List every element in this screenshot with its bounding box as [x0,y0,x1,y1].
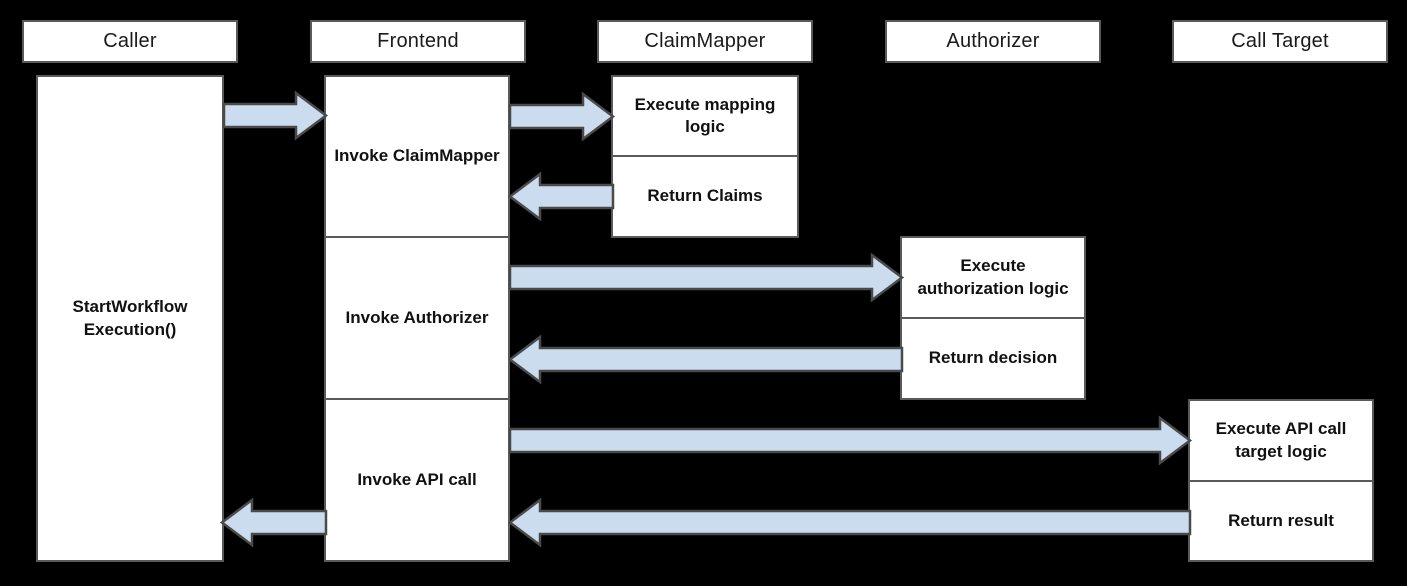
message-arrow-frontend-to-calltarget [508,415,1193,466]
activation-authorizer-execute-authorization-logic: Execute authorization logic [900,236,1086,318]
message-arrow-claimmapper-to-frontend [507,171,615,222]
activation-frontend-invoke-authorizer-label: Invoke Authorizer [345,307,489,327]
lane-header-caller: Caller [22,20,238,63]
message-arrow-frontend-to-claimmapper [508,91,616,142]
activation-calltarget-return-result-label: Return result [1228,510,1334,530]
message-arrow-calltarget-to-frontend [507,497,1192,548]
activation-authorizer-return-decision: Return decision [900,318,1086,400]
lane-header-authorizer-label: Authorizer [946,30,1040,52]
lane-header-authorizer: Authorizer [885,20,1101,63]
activation-authorizer-return-decision-label: Return decision [928,348,1058,368]
lane-header-calltarget-label: Call Target [1231,30,1329,52]
activation-frontend-invoke-claimmapper: Invoke ClaimMapper [324,75,510,237]
activation-caller-startworkflow-label: StartWorkflow Execution() [72,297,188,339]
activation-frontend-invoke-claimmapper-label: Invoke ClaimMapper [334,146,500,166]
lane-header-calltarget: Call Target [1172,20,1388,63]
lane-header-claimmapper: ClaimMapper [597,20,813,63]
activation-authorizer-execute-authorization-logic-label: Execute authorization logic [917,256,1069,298]
activation-calltarget-execute-api-call-target-logic: Execute API call target logic [1188,399,1374,481]
activation-calltarget-return-result: Return result [1188,481,1374,562]
message-arrow-caller-to-frontend [222,90,329,141]
lane-header-frontend: Frontend [310,20,526,63]
activation-caller-startworkflow: StartWorkflow Execution() [36,75,224,562]
activation-claimmapper-execute-mapping-logic-label: Execute mapping logic [634,94,776,136]
activation-claimmapper-return-claims: Return Claims [611,156,799,238]
message-arrow-frontend-to-authorizer [508,252,905,303]
message-arrow-authorizer-to-frontend [507,334,904,385]
activation-claimmapper-execute-mapping-logic: Execute mapping logic [611,75,799,156]
lane-header-frontend-label: Frontend [377,30,459,52]
activation-calltarget-execute-api-call-target-logic-label: Execute API call target logic [1215,419,1347,461]
lane-header-claimmapper-label: ClaimMapper [644,30,766,52]
message-arrow-frontend-to-caller [219,497,328,548]
lane-header-caller-label: Caller [103,30,157,52]
activation-frontend-invoke-authorizer: Invoke Authorizer [324,237,510,399]
activation-frontend-invoke-api-call: Invoke API call [324,399,510,562]
activation-claimmapper-return-claims-label: Return Claims [647,186,763,206]
activation-frontend-invoke-api-call-label: Invoke API call [357,469,477,489]
